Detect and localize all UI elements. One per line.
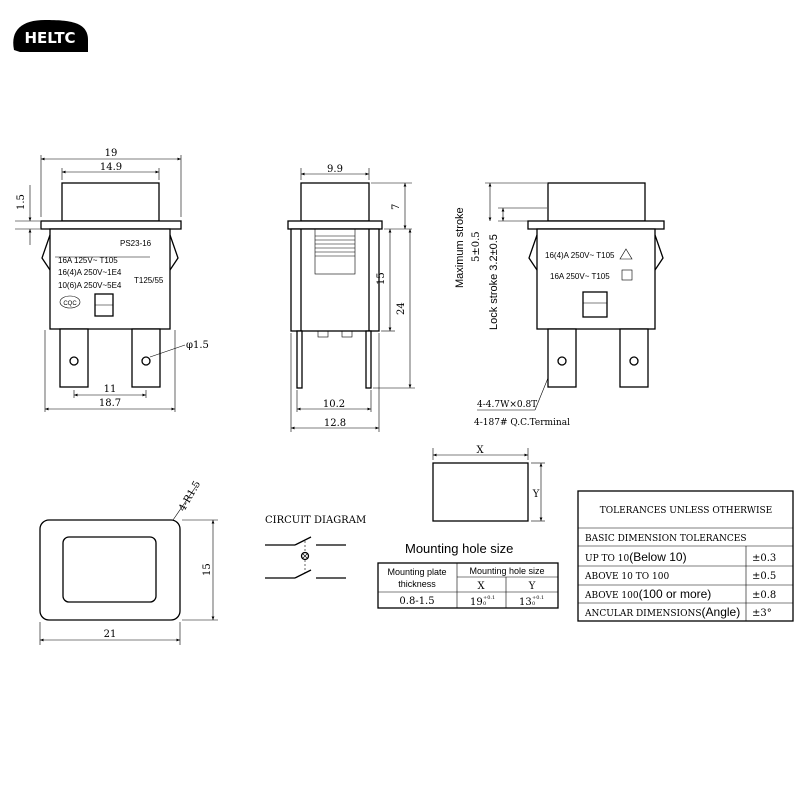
right-body xyxy=(536,228,656,330)
col-y: Y xyxy=(528,581,536,592)
bottom-radius: 4-R1.5 xyxy=(177,479,203,513)
right-rating-2: 16A 250V~ T105 xyxy=(550,272,610,281)
tol-row-4-value: ±3° xyxy=(752,608,772,619)
y-tol-upper: +0.1 xyxy=(532,595,544,601)
terminal-spec-1: 4-4.7W×0.8T xyxy=(477,400,537,410)
side-terminal-left xyxy=(296,330,303,389)
hole-rect xyxy=(432,462,529,522)
tol-row-2-value: ±0.5 xyxy=(752,571,776,582)
col-x: X xyxy=(477,581,485,592)
tol-row-3-value: ±0.8 xyxy=(752,590,776,601)
x-tol-lower: 0 xyxy=(483,601,486,607)
kc-mark xyxy=(621,269,633,281)
bottom-dim-21: 21 xyxy=(104,629,117,640)
right-button xyxy=(547,182,646,222)
bottom-inner xyxy=(62,536,157,603)
front-view: PS23-16 16A 125V~ T105 16(4)A 250V~1E4 1… xyxy=(15,148,209,412)
logo-text: HELTC xyxy=(24,29,75,47)
front-body xyxy=(49,228,171,330)
col-plate-2: thickness xyxy=(398,579,436,589)
tol-row-3-range: ABOVE 100(100 or more) xyxy=(584,587,711,601)
side-button xyxy=(300,182,370,222)
dim-24: 24 xyxy=(396,302,407,315)
right-window xyxy=(582,291,608,318)
right-terminal-right xyxy=(619,328,649,388)
circuit-diagram: CIRCUIT DIAGRAM xyxy=(265,515,366,579)
front-rating-1: 16A 125V~ T105 xyxy=(58,256,118,265)
dim-19: 19 xyxy=(105,148,118,159)
triangle-mark xyxy=(619,248,633,260)
front-rating-2: 16(4)A 250V~1E4 xyxy=(58,268,122,277)
tol-row-1-range: UP TO 10(Below 10) xyxy=(585,550,687,564)
col-plate-1: Mounting plate xyxy=(387,567,446,577)
dim-18-7: 18.7 xyxy=(99,398,121,409)
cqc-mark xyxy=(59,295,81,309)
dim-12-8: 12.8 xyxy=(324,418,346,429)
front-flange xyxy=(40,220,182,230)
tol-row-4-range: ANCULAR DIMENSIONS(Angle) xyxy=(584,605,740,619)
tol-subtitle: BASIC DIMENSION TOLERANCES xyxy=(585,534,747,544)
side-body xyxy=(290,228,380,332)
tolerance-table: TOLERANCES UNLESS OTHERWISE BASIC DIMENS… xyxy=(577,490,794,622)
tol-row-1-value: ±0.3 xyxy=(752,553,776,564)
dim-9-9: 9.9 xyxy=(327,164,343,175)
mounting-hole: X Y Mounting hole size Mounting plate th… xyxy=(377,445,559,609)
dim-10-2: 10.2 xyxy=(323,399,345,410)
hole-y-label: Y xyxy=(532,489,540,500)
x-tol-upper: +0.1 xyxy=(483,595,495,601)
y-value: 13 xyxy=(519,597,532,608)
front-temp: T125/55 xyxy=(134,276,164,285)
right-rating-1: 16(4)A 250V~ T105 xyxy=(545,251,615,260)
tol-row-2-range: ABOVE 10 TO 100 xyxy=(584,572,669,582)
logo-badge xyxy=(13,20,88,52)
side-flange xyxy=(287,220,383,230)
dim-7: 7 xyxy=(391,204,402,210)
bottom-view: 4-R1.5 15 21 xyxy=(39,479,218,645)
mounting-title: Mounting hole size xyxy=(405,541,513,556)
front-terminal-left xyxy=(59,328,89,388)
terminal-spec-2: 4-187# Q.C.Terminal xyxy=(474,418,570,428)
front-terminal-right xyxy=(131,328,161,388)
x-value: 19 xyxy=(470,597,483,608)
right-terminal-left xyxy=(547,328,577,388)
hole-x-label: X xyxy=(476,445,484,456)
max-stroke-label: Maximum stroke xyxy=(454,207,466,288)
dim-14-9: 14.9 xyxy=(100,162,122,173)
dim-15-side: 15 xyxy=(376,272,387,285)
circuit-title: CIRCUIT DIAGRAM xyxy=(265,515,366,526)
side-terminal-right xyxy=(365,330,372,389)
front-model: PS23-16 xyxy=(120,239,152,248)
right-view: 16(4)A 250V~ T105 16A 250V~ T105 Maximum… xyxy=(454,182,665,428)
logo: HELTC xyxy=(13,20,88,52)
tol-title: TOLERANCES UNLESS OTHERWISE xyxy=(600,506,773,516)
y-tol-lower: 0 xyxy=(532,601,535,607)
front-hole-dia: φ1.5 xyxy=(186,340,209,351)
col-hole: Mounting hole size xyxy=(469,566,544,576)
plate-value: 0.8-1.5 xyxy=(399,596,434,607)
max-stroke-value: 5±0.5 xyxy=(471,231,482,262)
front-cqc: CQC xyxy=(63,301,77,307)
bottom-outer xyxy=(39,519,181,621)
front-rating-3: 10(6)A 250V~5E4 xyxy=(58,281,122,290)
dim-11: 11 xyxy=(104,384,117,395)
side-view: 9.9 7 15 24 10.2 12.8 xyxy=(287,164,415,432)
side-ribs xyxy=(315,235,355,257)
dim-1-5: 1.5 xyxy=(16,194,27,210)
front-button xyxy=(61,182,160,222)
lock-stroke-label: Lock stroke 3.2±0.5 xyxy=(488,234,500,330)
bottom-dim-15: 15 xyxy=(202,563,213,576)
right-flange xyxy=(527,220,665,230)
